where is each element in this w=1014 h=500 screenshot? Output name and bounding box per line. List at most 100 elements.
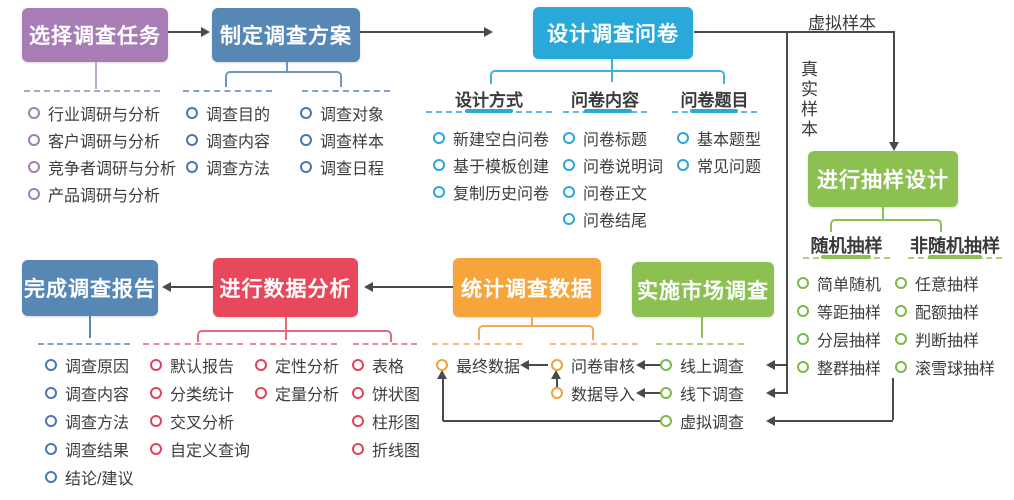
list-item: 线下调查 (660, 379, 744, 407)
header-underline-sampling-1 (821, 255, 871, 259)
item-label: 定性分析 (275, 359, 340, 376)
list-implement-items: 线上调查线下调查虚拟调查 (660, 351, 744, 435)
item-label: 结论/建议 (65, 471, 134, 488)
arrow-stats-to-analysis-line (373, 286, 453, 288)
connector-analysis-mid-drop (285, 330, 287, 340)
dashed-divider-plan-1 (183, 90, 272, 92)
list-item: 最终数据 (436, 351, 520, 379)
line-virtual-to-final-h (443, 420, 663, 422)
line-virtual-sample-h (694, 31, 895, 33)
bullet-circle-icon (895, 277, 907, 289)
list-item: 整群抽样 (797, 353, 881, 381)
node-stat-data: 统计调查数据 (453, 258, 601, 317)
item-label: 问卷标题 (583, 131, 648, 149)
list-item: 定性分析 (255, 351, 339, 379)
list-item: 调查日程 (300, 153, 384, 180)
bullet-circle-icon (352, 387, 364, 399)
list-report-items: 调查原因调查内容调查方法调查结果结论/建议 (45, 351, 133, 491)
item-label: 竞争者调研与分析 (48, 160, 177, 178)
line-virtual-to-final-v (442, 379, 444, 421)
bullet-circle-icon (660, 415, 672, 427)
item-label: 调查方法 (65, 415, 130, 432)
item-label: 定量分析 (275, 387, 340, 404)
item-label: 任意抽样 (915, 277, 980, 294)
list-analysis-col3: 表格饼状图柱形图折线图 (352, 351, 420, 463)
node-design-questionnaire: 设计调查问卷 (533, 7, 693, 59)
list-item: 线上调查 (660, 351, 744, 379)
bullet-circle-icon (797, 305, 809, 317)
connector-design-bracket (490, 70, 725, 84)
list-analysis-col1: 默认报告分类统计交叉分析自定义查询 (150, 351, 250, 463)
list-item: 结论/建议 (45, 463, 133, 491)
arrow-task-to-plan-head (201, 27, 210, 37)
item-label: 新建空白问卷 (453, 131, 550, 149)
bullet-circle-icon (300, 106, 312, 119)
line-review-to-final (529, 364, 548, 366)
bullet-circle-icon (551, 359, 563, 371)
list-item: 交叉分析 (150, 407, 250, 435)
bullet-circle-icon (895, 333, 907, 345)
bullet-circle-icon (300, 160, 312, 173)
arrow-to-virtual-survey-head (766, 416, 775, 426)
list-item: 任意抽样 (895, 269, 995, 297)
bullet-circle-icon (28, 133, 40, 146)
bullet-circle-icon (28, 160, 40, 173)
list-item: 基于模板创建 (433, 151, 549, 178)
dashed-divider-analysis-2 (250, 343, 337, 345)
bullet-circle-icon (563, 185, 575, 198)
item-label: 问卷说明词 (583, 158, 664, 176)
bullet-circle-icon (45, 415, 57, 427)
list-random-sampling: 简单随机等距抽样分层抽样整群抽样 (797, 269, 881, 381)
item-label: 交叉分析 (170, 415, 235, 432)
bullet-circle-icon (186, 106, 198, 119)
list-item: 配额抽样 (895, 297, 995, 325)
node-data-analysis: 进行数据分析 (213, 258, 358, 317)
bullet-circle-icon (352, 359, 364, 371)
node-implement-survey: 实施市场调查 (632, 262, 774, 317)
item-label: 调查目的 (206, 106, 271, 124)
bullet-circle-icon (300, 133, 312, 146)
line-offline-to-import (645, 392, 664, 394)
item-label: 线下调查 (680, 387, 745, 404)
connector-plan-stem (286, 62, 288, 72)
item-label: 复制历史问卷 (453, 185, 550, 203)
dashed-divider-stats-1 (432, 343, 522, 345)
header-questionnaire-content: 问卷内容 (571, 91, 639, 110)
line-sampling-to-virtual-v (892, 378, 894, 420)
line-online-to-review (645, 364, 664, 366)
arrow-online-to-review-head (636, 360, 645, 370)
list-design-topics: 基本题型常见问题 (677, 124, 761, 178)
list-item: 调查内容 (186, 126, 270, 153)
item-label: 问卷审核 (571, 359, 636, 376)
list-task-items: 行业调研与分析客户调研与分析竞争者调研与分析产品调研与分析 (28, 99, 176, 207)
list-design-content: 问卷标题问卷说明词问卷正文问卷结尾 (563, 124, 663, 232)
bullet-circle-icon (150, 359, 162, 371)
bullet-circle-icon (45, 387, 57, 399)
bullet-circle-icon (563, 131, 575, 144)
list-item: 分类统计 (150, 379, 250, 407)
line-to-online-survey (775, 364, 788, 366)
item-label: 调查对象 (320, 106, 385, 124)
item-label: 配额抽样 (915, 305, 980, 322)
arrow-offline-to-import-head (636, 388, 645, 398)
bullet-circle-icon (45, 359, 57, 371)
item-label: 产品调研与分析 (48, 187, 161, 205)
bullet-circle-icon (551, 387, 563, 399)
bullet-circle-icon (797, 361, 809, 373)
arrow-analysis-to-report-line (171, 286, 213, 288)
item-label: 问卷正文 (583, 185, 648, 203)
header-design-method: 设计方式 (455, 91, 523, 110)
connector-stats-stem (531, 317, 533, 326)
arrow-into-sampling-head (889, 142, 899, 151)
list-item: 简单随机 (797, 269, 881, 297)
list-item: 默认报告 (150, 351, 250, 379)
bullet-circle-icon (677, 158, 689, 171)
connector-implement-stem (701, 317, 703, 338)
item-label: 分类统计 (170, 387, 235, 404)
list-item: 调查方法 (186, 153, 270, 180)
item-label: 默认报告 (170, 359, 235, 376)
bullet-circle-icon (677, 131, 689, 144)
list-item: 常见问题 (677, 151, 761, 178)
dashed-divider-implement (656, 343, 744, 345)
bullet-circle-icon (797, 277, 809, 289)
